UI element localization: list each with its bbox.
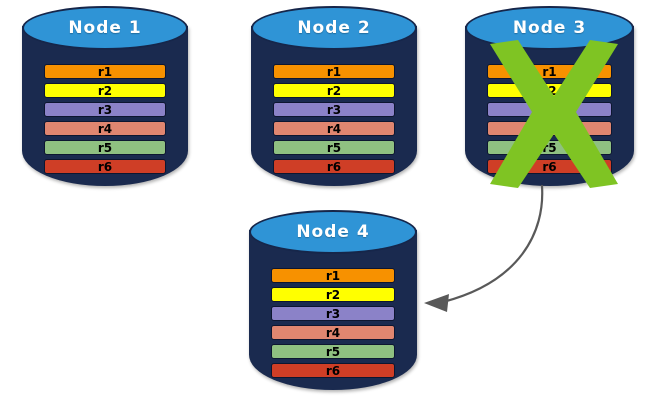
record-r1: r1 (486, 64, 613, 79)
record-r2: r2 (272, 83, 396, 98)
record-list: r1 r2 r3 r4 r5 r6 (272, 64, 396, 174)
record-r6: r6 (486, 159, 613, 174)
record-r3: r3 (270, 306, 396, 321)
record-r1: r1 (270, 268, 396, 283)
record-r6: r6 (43, 159, 167, 174)
record-r5: r5 (486, 140, 613, 155)
record-r1: r1 (43, 64, 167, 79)
record-r4: r4 (272, 121, 396, 136)
record-r3: r3 (43, 102, 167, 117)
record-list: r1 r2 r3 r4 r5 r6 (486, 64, 613, 174)
record-list: r1 r2 r3 r4 r5 r6 (43, 64, 167, 174)
record-r2: r2 (270, 287, 396, 302)
record-r6: r6 (270, 363, 396, 378)
record-r4: r4 (43, 121, 167, 136)
cylinder-top (465, 6, 634, 50)
record-r1: r1 (272, 64, 396, 79)
node-1[interactable]: Node 1 r1 r2 r3 r4 r5 r6 (22, 6, 188, 186)
record-r4: r4 (486, 121, 613, 136)
record-r5: r5 (43, 140, 167, 155)
cylinder-top (22, 6, 188, 50)
record-r5: r5 (272, 140, 396, 155)
cylinder-top (251, 6, 417, 50)
record-r6: r6 (272, 159, 396, 174)
node-3[interactable]: Node 3 r1 r2 r3 r4 r5 r6 (465, 6, 634, 186)
record-r3: r3 (486, 102, 613, 117)
record-r2: r2 (43, 83, 167, 98)
node-4[interactable]: Node 4 r1 r2 r3 r4 r5 r6 (249, 210, 417, 390)
record-r2: r2 (486, 83, 613, 98)
record-r5: r5 (270, 344, 396, 359)
cylinder-top (249, 210, 417, 254)
node-2[interactable]: Node 2 r1 r2 r3 r4 r5 r6 (251, 6, 417, 186)
record-r3: r3 (272, 102, 396, 117)
record-list: r1 r2 r3 r4 r5 r6 (270, 268, 396, 378)
record-r4: r4 (270, 325, 396, 340)
